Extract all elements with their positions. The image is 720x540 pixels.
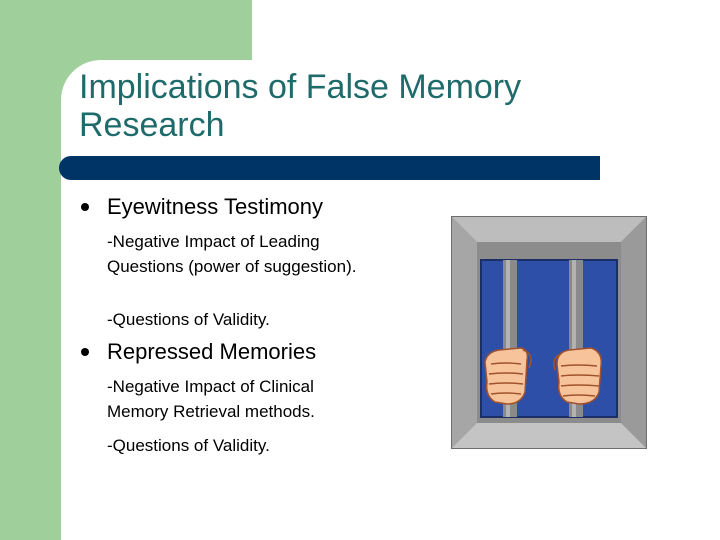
subpoint-validity-2: -Questions of Validity.: [107, 436, 270, 455]
subpoint-leading-questions: -Negative Impact of Leading Questions (p…: [107, 232, 357, 276]
decorative-green-strip: [0, 0, 61, 540]
prison-bars-hands-icon: [451, 216, 647, 449]
slide-title: Implications of False Memory Research: [79, 68, 522, 144]
subpoint-clinical-retrieval: -Negative Impact of Clinical Memory Retr…: [107, 377, 315, 421]
bullet-dot-1: [81, 203, 89, 211]
bullet-repressed-memories: Repressed Memories: [107, 339, 317, 364]
title-divider-bar: [59, 156, 600, 180]
bullet-eyewitness-testimony: Eyewitness Testimony: [107, 194, 324, 219]
subpoint-validity-1: -Questions of Validity.: [107, 310, 270, 329]
bullet-dot-2: [81, 348, 89, 356]
